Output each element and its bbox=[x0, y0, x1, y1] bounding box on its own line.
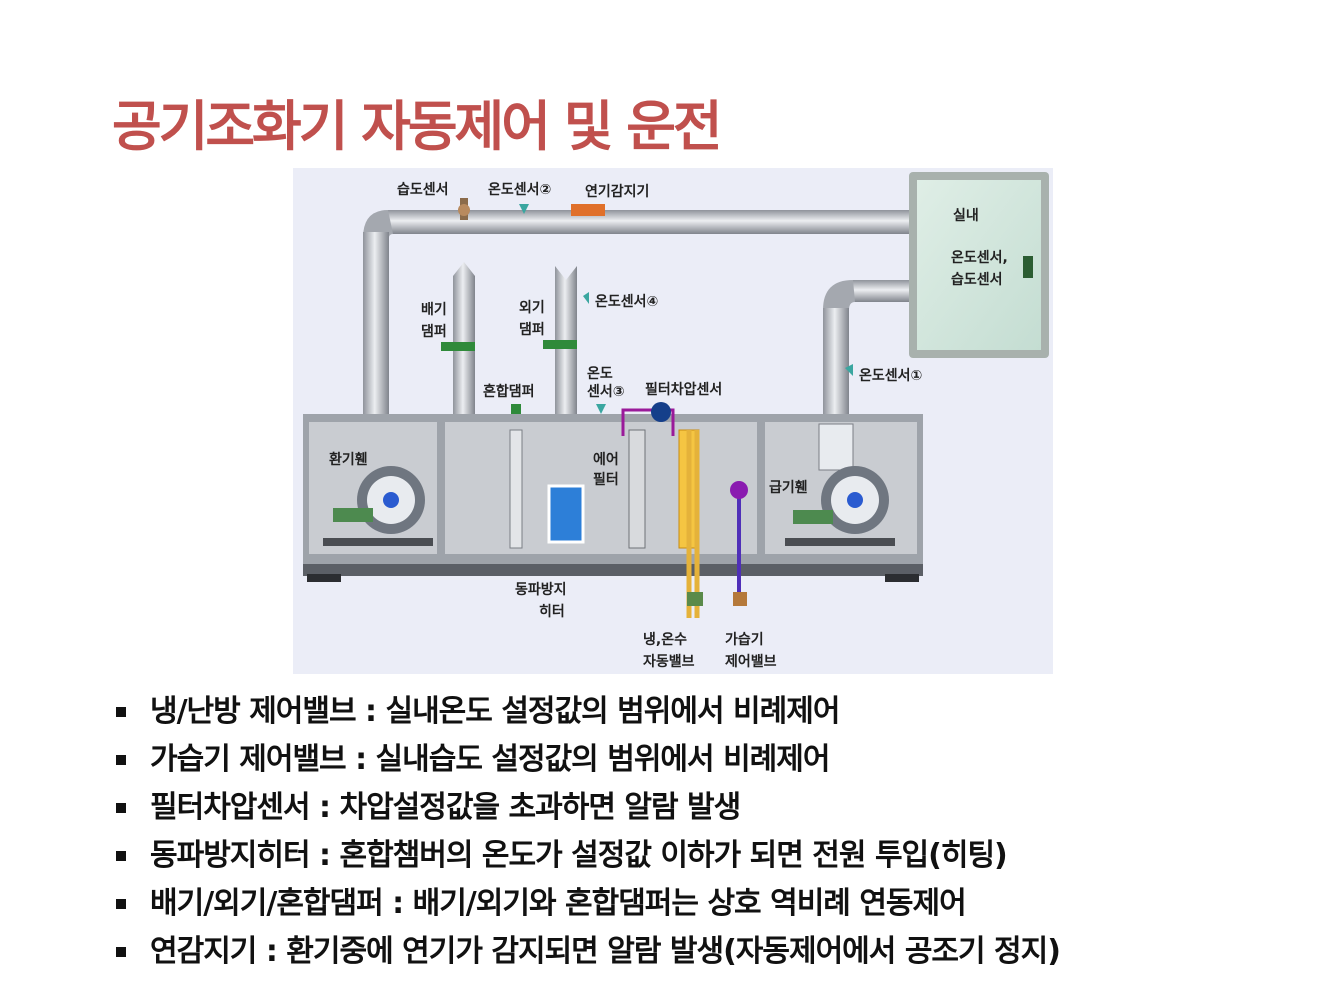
bullet-marker bbox=[116, 755, 126, 765]
label-antifreeze-heater-line1: 동파방지 bbox=[515, 581, 567, 598]
label-outdoor-damper-line2: 댐퍼 bbox=[519, 321, 545, 338]
label-air-filter-line1: 에어 bbox=[593, 451, 619, 468]
bullet-text: 냉/난방 제어밸브 : 실내온도 설정값의 범위에서 비례제어 bbox=[150, 694, 840, 729]
bullet-item: 필터차압센서 : 차압설정값을 초과하면 알람 발생 bbox=[112, 784, 1060, 832]
smoke-detector-icon bbox=[571, 204, 605, 216]
label-antifreeze-heater-line2: 히터 bbox=[539, 603, 565, 620]
bullet-marker bbox=[116, 899, 126, 909]
supply-duct bbox=[388, 210, 918, 234]
return-duct-vertical bbox=[363, 232, 389, 416]
label-temp-sensor-3-line2: 센서③ bbox=[587, 384, 625, 400]
page-title: 공기조화기 자동제어 및 운전 bbox=[112, 95, 723, 158]
exhaust-damper-icon bbox=[441, 342, 475, 351]
bullet-item: 가습기 제어밸브 : 실내습도 설정값의 범위에서 비례제어 bbox=[112, 736, 1060, 784]
label-exhaust-damper-line2: 댐퍼 bbox=[421, 323, 447, 340]
label-humidity-sensor: 습도센서 bbox=[397, 182, 449, 198]
bullet-item: 연감지기 : 환기중에 연기가 감지되면 알람 발생(자동제어에서 공조기 정지… bbox=[112, 928, 1061, 976]
heater-coil-icon bbox=[509, 429, 523, 549]
humidifier-valve-icon bbox=[733, 592, 747, 606]
bullet-item: 동파방지히터 : 혼합챔버의 온도가 설정값 이하가 되면 전원 투입(히팅) bbox=[112, 832, 1060, 880]
label-humidifier-valve-line2: 제어밸브 bbox=[725, 653, 777, 670]
label-cold-hot-valve-line1: 냉,온수 bbox=[643, 632, 687, 648]
bullet-text: 동파방지히터 : 혼합챔버의 온도가 설정값 이하가 되면 전원 투입(히팅) bbox=[150, 838, 1008, 873]
bullet-text: 배기/외기/혼합댐퍼 : 배기/외기와 혼합댐퍼는 상호 역비례 연동제어 bbox=[150, 886, 967, 921]
bullet-marker bbox=[116, 803, 126, 813]
bullet-text: 필터차압센서 : 차압설정값을 초과하면 알람 발생 bbox=[150, 790, 741, 825]
label-air-filter-line2: 필터 bbox=[593, 471, 619, 488]
bullet-item: 배기/외기/혼합댐퍼 : 배기/외기와 혼합댐퍼는 상호 역비례 연동제어 bbox=[112, 880, 1060, 928]
label-temp-sensor-3-line1: 온도 bbox=[587, 366, 613, 382]
label-outdoor-damper-line1: 외기 bbox=[519, 299, 545, 316]
temp-sensor-1-icon bbox=[845, 364, 853, 376]
bullet-list: 냉/난방 제어밸브 : 실내온도 설정값의 범위에서 비례제어 가습기 제어밸브… bbox=[112, 688, 1061, 976]
exhaust-stack bbox=[453, 262, 475, 416]
label-temp-sensor-4: 온도센서④ bbox=[595, 294, 658, 310]
label-mixing-damper: 혼합댐퍼 bbox=[483, 383, 535, 400]
supply-fan-icon bbox=[785, 423, 895, 546]
room-sensor-icon bbox=[1023, 256, 1033, 278]
cold-hot-valve-icon bbox=[687, 592, 703, 606]
temp-sensor-2-icon bbox=[519, 204, 529, 214]
ahu-diagram: 습도센서 온도센서② 연기감지기 실내 온도센서, 습도센서 배기 댐퍼 외기 … bbox=[293, 168, 1053, 674]
bullet-marker bbox=[116, 947, 126, 957]
temp-sensor-4-icon bbox=[583, 292, 589, 304]
heater-panel-icon bbox=[547, 484, 585, 544]
label-return-fan: 환기휀 bbox=[329, 451, 368, 468]
temp-sensor-3-icon bbox=[596, 404, 606, 414]
air-filter-icon bbox=[628, 429, 646, 549]
label-temp-sensor-1: 온도센서① bbox=[859, 368, 922, 384]
humidifier-icon bbox=[730, 481, 748, 499]
bullet-text: 가습기 제어밸브 : 실내습도 설정값의 범위에서 비례제어 bbox=[150, 742, 830, 777]
filter-dp-sensor-icon bbox=[651, 402, 671, 422]
label-smoke-detector: 연기감지기 bbox=[585, 183, 649, 200]
bullet-item: 냉/난방 제어밸브 : 실내온도 설정값의 범위에서 비례제어 bbox=[112, 688, 1060, 736]
return-fan-icon bbox=[323, 466, 433, 546]
label-room: 실내 bbox=[953, 208, 979, 224]
label-humidifier-valve-line1: 가습기 bbox=[725, 632, 764, 648]
supply-duct-vertical bbox=[823, 308, 849, 416]
label-exhaust-damper-line1: 배기 bbox=[421, 302, 447, 318]
label-room-sensor-line2: 습도센서 bbox=[951, 272, 1003, 288]
label-cold-hot-valve-line2: 자동밸브 bbox=[643, 653, 695, 670]
label-room-sensor-line1: 온도센서, bbox=[951, 250, 1008, 266]
bullet-text: 연감지기 : 환기중에 연기가 감지되면 알람 발생(자동제어에서 공조기 정지… bbox=[150, 934, 1061, 969]
bullet-marker bbox=[116, 851, 126, 861]
bullet-marker bbox=[116, 707, 126, 717]
mixing-damper-icon bbox=[511, 404, 521, 416]
humidity-sensor-icon bbox=[458, 198, 470, 220]
label-temp-sensor-2: 온도센서② bbox=[488, 182, 551, 198]
outdoor-damper-icon bbox=[543, 340, 577, 349]
label-supply-fan: 급기휀 bbox=[769, 479, 808, 496]
label-filter-dp-sensor: 필터차압센서 bbox=[645, 381, 722, 398]
